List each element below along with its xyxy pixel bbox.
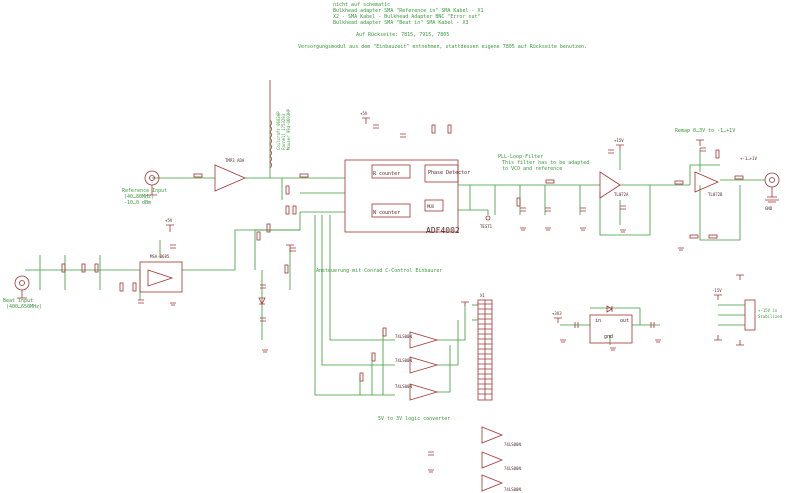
mux-block [424, 199, 444, 212]
wires [25, 120, 765, 396]
note-header-3: Bulkhead adapter SMA "Beat in" SMA Kabel… [333, 20, 468, 26]
ground-symbols [170, 199, 779, 473]
diode-symbol [258, 297, 266, 305]
vcc-label-4: +15V [614, 138, 624, 143]
note-pll-1: This filter has to be adapted [502, 160, 589, 166]
component-labels: ADF4002 R counter Phase Detector N count… [150, 156, 757, 492]
symbols [14, 80, 780, 492]
note-header-2: X2 - SMA Kabel - Bulkhead Adapter BNC "E… [333, 14, 481, 20]
bnc-connector-beat [14, 275, 30, 299]
note-versorgung: Versorgungsmodul aus dem "Einbauzeit" en… [298, 44, 587, 50]
note-rueckseite: Auf Rückseite: 7815, 7915, 7805 [356, 32, 449, 38]
bnc-connector-out [764, 172, 780, 198]
gnd-label: GND [765, 206, 773, 211]
annotations: nicht auf schematic Bulkhead adapter SMA… [3, 2, 783, 422]
regulator-box [589, 314, 633, 344]
note-pll-0: PLL-Loop-Filter [498, 154, 543, 160]
gate6-label: 74LS00N [504, 487, 521, 492]
note-ref-1: (40…80MHz) [124, 194, 154, 200]
vcc-label-2: +5V [165, 218, 173, 223]
amp-ref-symbol [214, 164, 247, 192]
power-connector [744, 299, 756, 331]
phase-detector-block [424, 164, 459, 183]
logic-buffer-5 [481, 451, 504, 469]
mux-label: MUX [427, 204, 435, 209]
adf4002-label: ADF4002 [426, 226, 460, 235]
note-inductor-2: Mouser 994-0603HP [286, 108, 291, 150]
note-out-0: +-15V in [758, 308, 778, 313]
n-counter-label: N counter [373, 210, 400, 216]
note-header-0: nicht auf schematic [333, 2, 390, 8]
amp-beat-box [139, 261, 183, 293]
vcc-label-1: +5V [360, 111, 368, 116]
opamp2-symbol [694, 171, 720, 193]
note-ref-0: Reference Input [122, 188, 167, 194]
testpoint-symbol [485, 215, 491, 221]
testpoint-label: TEST1 [480, 224, 493, 229]
amp-ref-label: TMP3 ADA [225, 158, 245, 163]
logic-buffer-6 [481, 474, 504, 492]
amp-beat-label: MSA-0685 [150, 254, 170, 259]
logic-buffer-3 [409, 383, 439, 401]
connector-pins [478, 300, 492, 400]
note-ref-2: -10…0 dBm [124, 200, 151, 206]
vcc-label-3: +3V3 [552, 311, 562, 316]
logic-buffer-1 [409, 331, 439, 349]
opamp2-label: TL072B [708, 192, 723, 197]
vcc-label-5: -15V [712, 288, 722, 293]
logic-buffer-2 [409, 356, 439, 374]
bnc-connector-ref [144, 170, 160, 196]
note-remap: Remap 0…3V to -1…+1V [675, 128, 735, 134]
out-level-label: +-1…+1V [740, 156, 757, 161]
gate3-label: 74LS00N [395, 384, 412, 389]
note-inductor-1: Farnell 1753293 [281, 113, 286, 150]
power-labels: +5V +5V +3V3 +15V -15V GND [165, 111, 773, 316]
inductor-symbol [269, 119, 272, 169]
passives [61, 124, 744, 456]
n-counter-block [371, 203, 411, 218]
gate2-label: 74LS00N [395, 358, 412, 363]
power-symbols [166, 117, 744, 346]
note-pll-2: to VCO and reference [502, 166, 562, 172]
note-out-1: Stabilized [758, 314, 783, 319]
gate5-label: 74LS00N [504, 466, 521, 471]
gate1-label: 74LS00N [395, 334, 412, 339]
note-beat-1: (400…650MHz) [6, 304, 42, 310]
logic-buffer-4 [481, 426, 504, 444]
r-counter-label: R counter [373, 171, 400, 177]
reg-gnd-label: gnd [604, 334, 613, 340]
r-counter-block [371, 164, 411, 179]
adf4002-outline [344, 159, 459, 233]
phase-detector-label: Phase Detector [428, 170, 470, 176]
connector-label: X1 [480, 293, 485, 298]
opamp1-symbol [599, 171, 621, 199]
opamp1-label: TL072A [614, 192, 629, 197]
reg-out-label: out [620, 318, 629, 324]
note-ansteuerung: Ansteuerung mit Conrad C-Control Einbaur… [316, 268, 442, 274]
note-logic: 5V to 3V logic converter [378, 416, 450, 422]
reg-in-label: in [595, 318, 601, 324]
note-header-1: Bulkhead adapter SMA "Reference in" SMA … [333, 8, 484, 14]
note-inductor-0: Coilcraft 0603HP [276, 111, 281, 150]
gate4-label: 74LS00N [504, 442, 521, 447]
note-beat-0: Beat Input [3, 298, 33, 304]
